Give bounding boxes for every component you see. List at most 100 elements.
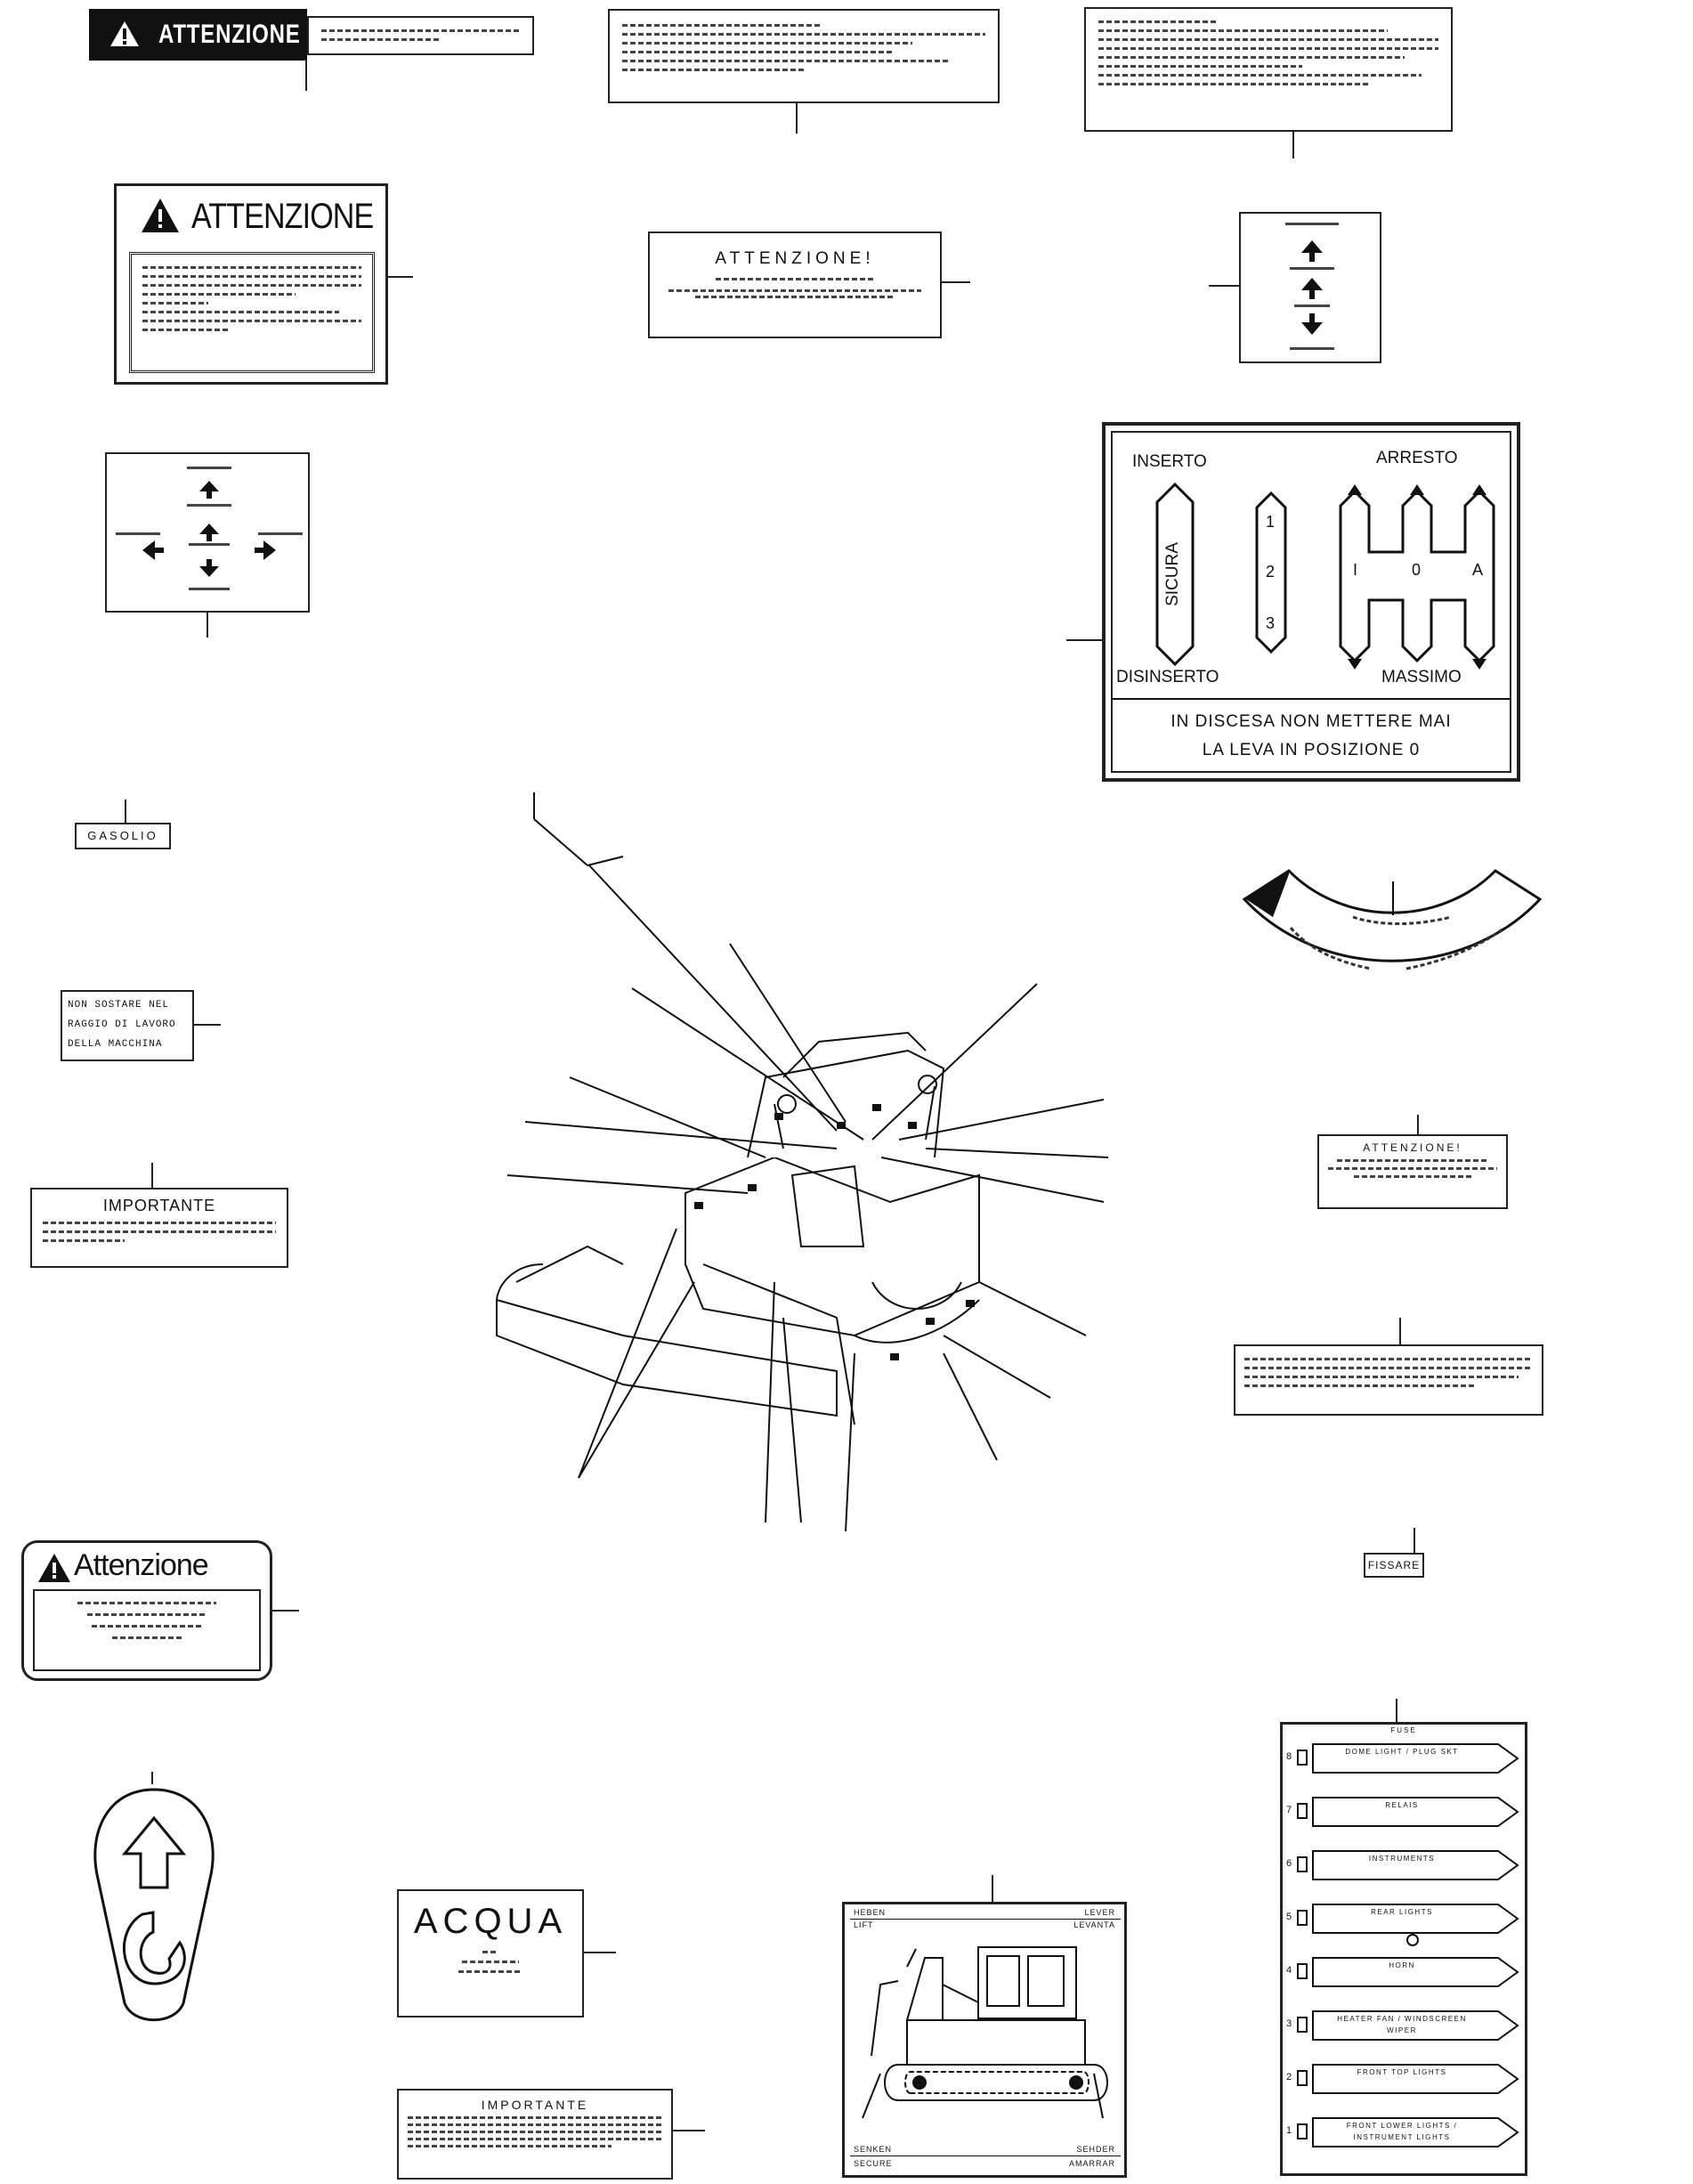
non-sostare-line3: DELLA MACCHINA (68, 1039, 163, 1050)
gear-note-line2: LA LEVA IN POSIZIONE 0 (1202, 741, 1421, 759)
fuse-row: 8 DOME LIGHT / PLUG SKT (1286, 1742, 1523, 1774)
gasolio-decal: GASOLIO (75, 823, 171, 849)
gear-shift-decal: INSERTO ARRESTO SICURA 1 2 3 I 0 A DISIN… (1102, 422, 1520, 782)
non-sostare-decal: NON SOSTARE NEL RAGGIO DI LAVORO DELLA M… (61, 990, 194, 1061)
lifting-hook-icon (93, 1788, 215, 2022)
fuse-slot-icon (1297, 1963, 1308, 1979)
fuse-slot-icon (1297, 1803, 1308, 1819)
fuse-number: 1 (1286, 2125, 1292, 2136)
attenzione-box-decal: ATTENZIONE (114, 183, 388, 385)
attenzione-banner-decal: ATTENZIONE (89, 9, 534, 61)
gear-diagram-icon (1155, 482, 1495, 670)
fuse-label: FRONT LOWER LIGHTS / INSTRUMENT LIGHTS (1346, 2122, 1458, 2141)
non-sostare-line1: NON SOSTARE NEL (68, 1000, 170, 1011)
fuse-label-arrow-icon (1312, 1743, 1519, 1774)
fuse-label: HORN (1389, 1961, 1415, 1969)
fuse-number: 8 (1286, 1751, 1292, 1762)
fuse-slot-icon (1297, 1750, 1308, 1766)
fuse-slot-icon (1297, 1856, 1308, 1872)
warning-triangle-icon (110, 21, 139, 46)
fuse-number: 2 (1286, 2072, 1292, 2083)
gear-number-2: 2 (1266, 563, 1276, 581)
fuse-row: 5 REAR LIGHTS (1286, 1903, 1523, 1935)
attenzione-rounded-title: Attenzione (74, 1548, 209, 1582)
tractor-illustration (862, 1946, 1108, 2119)
fuse-number: 3 (1286, 2018, 1292, 2029)
lift-lever-decal: HEBEN LIFT LEVER LEVANTA SENKEN SECURE S… (842, 1902, 1127, 2178)
fuse-row: 2 FRONT TOP LIGHTS (1286, 2063, 1523, 2095)
label-sicura: SICURA (1163, 542, 1182, 606)
label-massimo: MASSIMO (1381, 668, 1462, 686)
lift-sehder: SEHDER (1076, 2145, 1115, 2154)
importante-text-decal (1084, 7, 1453, 132)
attenzione-box-title: ATTENZIONE (191, 197, 374, 236)
fuse-slot-icon (1297, 2123, 1308, 2139)
bulldozer-drawing (496, 792, 1109, 1532)
fuse-panel-decal: FUSE 8 DOME LIGHT / PLUG SKT 7 RELAIS 6 INSTR… (1280, 1722, 1527, 2176)
fuse-label-arrow-icon (1312, 1797, 1519, 1827)
attenzione-right-decal: ATTENZIONE! (1317, 1134, 1508, 1209)
label-arresto: ARRESTO (1376, 449, 1458, 467)
non-sostare-line2: RAGGIO DI LAVORO (68, 1019, 176, 1030)
fuse-label: DOME LIGHT / PLUG SKT (1345, 1748, 1459, 1756)
gear-pos-i: I (1353, 561, 1358, 579)
acqua-decal: ACQUA (397, 1889, 584, 2018)
acqua-title: ACQUA (413, 1902, 568, 1941)
four-way-lever-decal (105, 452, 310, 613)
four-way-arrows-icon (116, 467, 303, 590)
fuse-row: 7 RELAIS (1286, 1796, 1523, 1828)
fuse-label: REAR LIGHTS (1371, 1908, 1433, 1916)
fuse-number: 7 (1286, 1805, 1292, 1815)
lift-lever: LEVER (1084, 1908, 1115, 1917)
attenzione-exclaim-decal: ATTENZIONE! (648, 231, 942, 338)
fuse-row: 1 FRONT LOWER LIGHTS / INSTRUMENT LIGHTS (1286, 2116, 1523, 2148)
lever-direction-decal (1239, 212, 1381, 363)
fuse-number: 6 (1286, 1858, 1292, 1869)
label-disinserto: DISINSERTO (1116, 668, 1219, 686)
fuse-label: RELAIS (1385, 1801, 1419, 1809)
gear-pos-0: 0 (1412, 561, 1422, 579)
direction-arrows-icon (1285, 223, 1339, 350)
gasolio-label: GASOLIO (87, 829, 158, 842)
lift-heben: HEBEN (854, 1908, 887, 1917)
fuse-label-arrow-icon (1312, 2064, 1519, 2094)
attenzione-banner-text: ATTENZIONE (158, 20, 301, 49)
gear-note-line1: IN DISCESA NON METTERE MAI (1171, 712, 1452, 731)
fuse-label-arrow-icon (1312, 2010, 1519, 2041)
fuse-slot-icon (1297, 1910, 1308, 1926)
warning-triangle-icon (142, 199, 179, 232)
importante-title: IMPORTANTE (102, 1197, 216, 1214)
fuse-label-arrow-icon (1312, 2117, 1519, 2147)
lift-amarrar: AMARRAR (1068, 2159, 1115, 2168)
fuse-slot-icon (1297, 2070, 1308, 2086)
fuse-slot-icon (1297, 2017, 1308, 2033)
lift-lift: LIFT (854, 1920, 874, 1929)
label-inserto: INSERTO (1132, 452, 1207, 471)
importante-bottom-decal: IMPORTANTE (397, 2089, 673, 2180)
lift-senken: SENKEN (854, 2145, 893, 2154)
attenzione-right-title: ATTENZIONE! (1363, 1141, 1462, 1154)
importante-decal: IMPORTANTE (30, 1188, 288, 1268)
fissare-decal: FISSARE (1364, 1553, 1424, 1578)
fuse-title: FUSE (1390, 1726, 1417, 1734)
gear-number-3: 3 (1266, 614, 1276, 632)
gear-number-1: 1 (1266, 513, 1276, 531)
semicircle-warning-decal (1242, 869, 1543, 970)
lift-secure: SECURE (854, 2159, 893, 2168)
fuse-marker-circle-icon (1406, 1934, 1419, 1946)
fissare-label: FISSARE (1367, 1559, 1421, 1571)
attenzione-rounded-decal: Attenzione (21, 1540, 272, 1681)
gear-pos-a: A (1472, 561, 1484, 579)
fuse-label-arrow-icon (1312, 1957, 1519, 1987)
importante-bottom-title: IMPORTANTE (481, 2098, 589, 2112)
fuse-label-arrow-icon (1312, 1850, 1519, 1880)
fuse-number: 5 (1286, 1912, 1292, 1922)
fuse-label: INSTRUMENTS (1368, 1855, 1436, 1863)
fuse-label: FRONT TOP LIGHTS (1357, 2068, 1447, 2076)
attenzione-exclaim-title: ATTENZIONE! (715, 249, 875, 268)
fuse-row: 6 INSTRUMENTS (1286, 1849, 1523, 1881)
lift-levanta: LEVANTA (1073, 1920, 1115, 1929)
controlli-decal (608, 9, 1000, 103)
